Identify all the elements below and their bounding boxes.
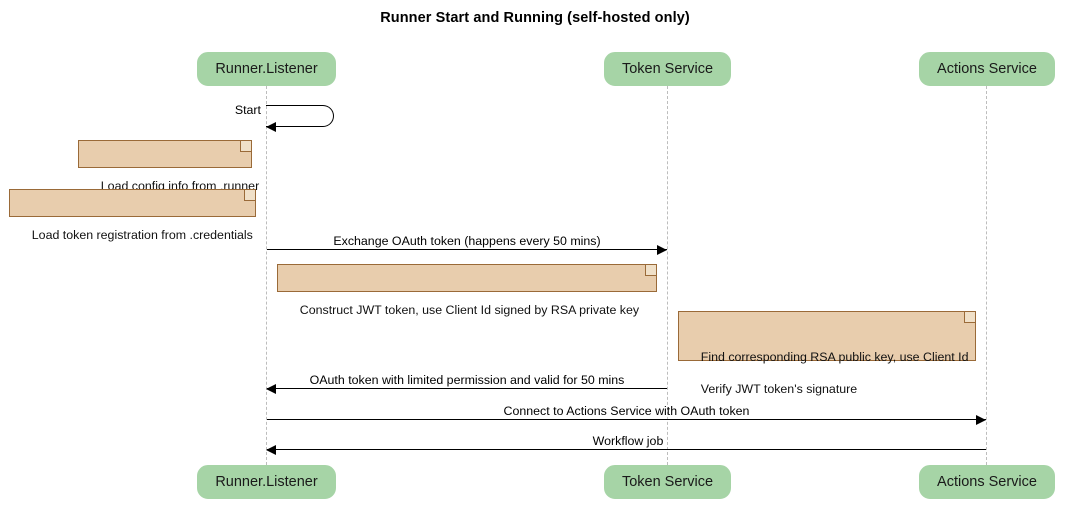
note-text-line-1: Find corresponding RSA public key, use C… xyxy=(700,350,969,364)
participant-runner-top[interactable]: Runner.Listener xyxy=(197,52,336,86)
participant-label: Token Service xyxy=(621,474,714,490)
note-text-line-2: Verify JWT token's signature xyxy=(700,382,858,396)
note-fold-icon xyxy=(645,265,656,276)
message-oauth-reply-arrowhead xyxy=(266,383,276,394)
message-oauth-reply-line xyxy=(267,388,667,389)
participant-label: Actions Service xyxy=(937,474,1037,490)
note-fold-icon xyxy=(240,141,251,152)
message-start-label: Start xyxy=(234,103,261,117)
lifeline-runner xyxy=(266,86,267,465)
diagram-title: Runner Start and Running (self-hosted on… xyxy=(380,10,690,26)
message-exchange-oauth-label: Exchange OAuth token (happens every 50 m… xyxy=(333,234,601,248)
note-fold-icon xyxy=(964,312,975,323)
note-load-config: Load config info from .runner xyxy=(78,140,259,193)
message-start-arrowhead xyxy=(266,121,276,132)
note-text: Construct JWT token, use Client Id signe… xyxy=(299,303,640,317)
note-fold-icon xyxy=(244,190,255,201)
message-connect-actions-line xyxy=(267,419,986,420)
participant-actions-bottom[interactable]: Actions Service xyxy=(919,465,1055,499)
note-load-token-registration: Load token registration from .credential… xyxy=(9,189,256,242)
message-oauth-reply-label: OAuth token with limited permission and … xyxy=(309,373,625,387)
message-connect-actions-label: Connect to Actions Service with OAuth to… xyxy=(503,404,750,418)
message-start-loop xyxy=(266,105,334,127)
participant-label: Actions Service xyxy=(937,61,1037,77)
participant-runner-bottom[interactable]: Runner.Listener xyxy=(197,465,336,499)
participant-actions-top[interactable]: Actions Service xyxy=(919,52,1055,86)
participant-token-bottom[interactable]: Token Service xyxy=(604,465,731,499)
message-workflow-job-line xyxy=(267,449,986,450)
message-exchange-oauth-line xyxy=(267,249,667,250)
participant-label: Token Service xyxy=(621,61,714,77)
participant-label: Runner.Listener xyxy=(215,61,318,77)
message-exchange-oauth-arrowhead xyxy=(657,244,667,255)
participant-token-top[interactable]: Token Service xyxy=(604,52,731,86)
note-text: Load token registration from .credential… xyxy=(31,228,253,242)
note-construct-jwt: Construct JWT token, use Client Id signe… xyxy=(277,264,657,317)
message-workflow-job-label: Workflow job xyxy=(592,434,664,448)
note-verify-jwt: Find corresponding RSA public key, use C… xyxy=(678,311,976,396)
lifeline-token xyxy=(667,86,668,465)
participant-label: Runner.Listener xyxy=(215,474,318,490)
lifeline-actions xyxy=(986,86,987,465)
message-connect-actions-arrowhead xyxy=(976,414,986,425)
message-workflow-job-arrowhead xyxy=(266,444,276,455)
